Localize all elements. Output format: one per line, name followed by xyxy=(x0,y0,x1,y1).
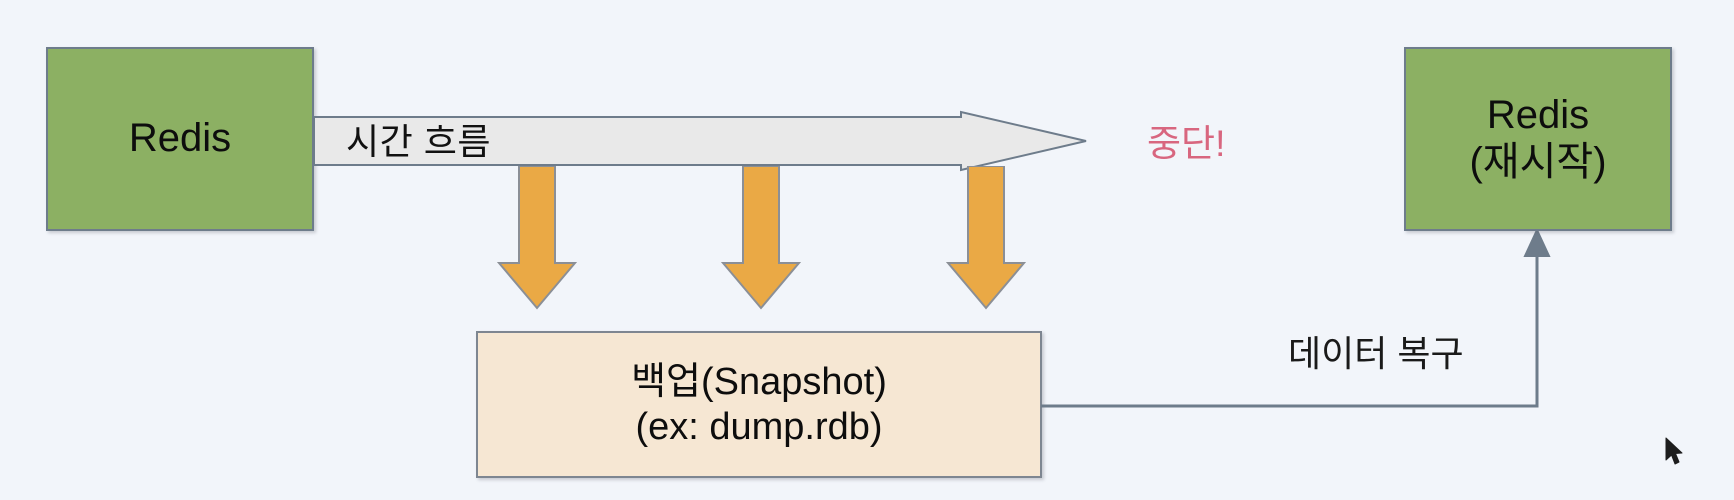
restore-edge-shape xyxy=(1041,227,1551,408)
snapshot-arrow-2-shape xyxy=(721,166,801,310)
restore-edge[interactable] xyxy=(1035,222,1555,422)
node-redis-right-label-primary: Redis xyxy=(1486,92,1590,137)
node-redis-left[interactable]: Redis xyxy=(46,47,314,231)
stop-marker-label: 중단! xyxy=(1147,123,1226,164)
node-redis-right[interactable]: Redis (재시작) xyxy=(1404,47,1672,231)
restore-edge-label: 데이터 복구 xyxy=(1288,333,1464,374)
time-flow-arrow[interactable] xyxy=(313,110,1088,172)
node-redis-left-label: Redis xyxy=(128,116,232,161)
mouse-pointer-icon xyxy=(1664,437,1686,467)
node-backup-label-primary: 백업(Snapshot) xyxy=(631,360,887,403)
node-backup-snapshot[interactable]: 백업(Snapshot) (ex: dump.rdb) xyxy=(476,331,1042,478)
snapshot-arrow-1[interactable] xyxy=(497,166,577,310)
node-backup-label-secondary: (ex: dump.rdb) xyxy=(635,405,883,448)
node-redis-right-label-secondary: (재시작) xyxy=(1469,140,1607,184)
time-flow-arrow-shape xyxy=(313,110,1087,172)
snapshot-arrow-3[interactable] xyxy=(946,166,1026,310)
snapshot-arrow-2[interactable] xyxy=(721,166,801,310)
mouse-pointer-icon-shape xyxy=(1665,437,1683,465)
snapshot-arrow-1-shape xyxy=(497,166,577,310)
snapshot-arrow-3-shape xyxy=(946,166,1026,310)
time-flow-arrow-label: 시간 흐름 xyxy=(346,121,491,162)
